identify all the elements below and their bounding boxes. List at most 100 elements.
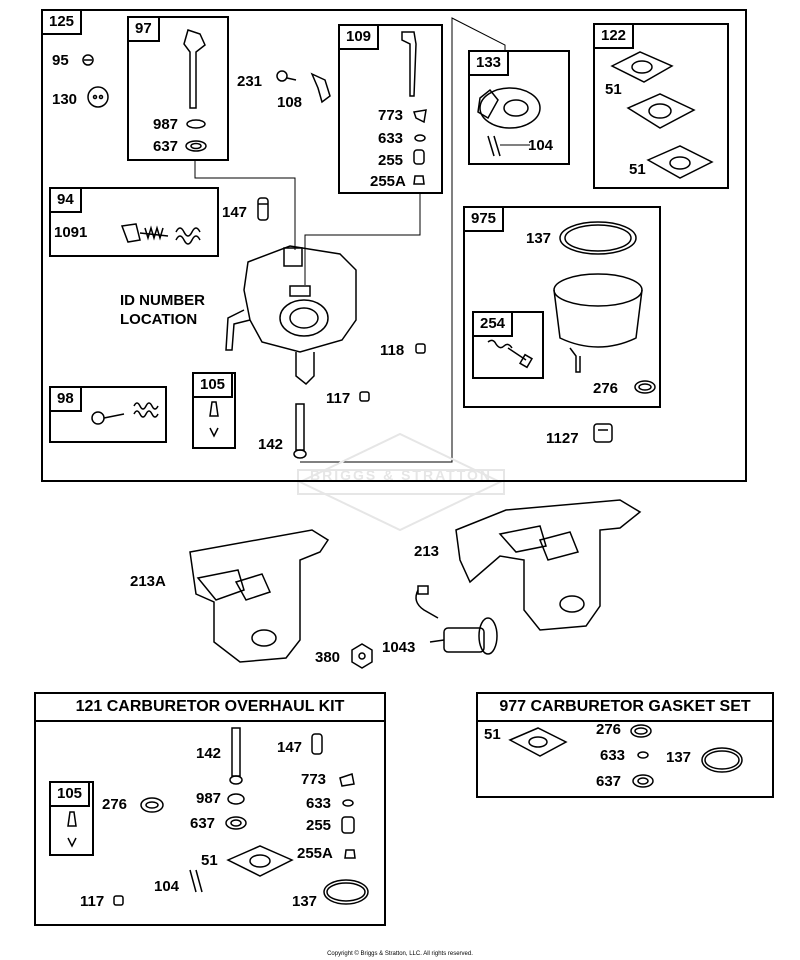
jet-147-icon xyxy=(257,197,269,221)
overhaul-kit-box: 121 CARBURETOR OVERHAUL KIT xyxy=(34,692,386,926)
gasket-label-637: 637 xyxy=(596,773,622,790)
label-51-upper: 51 xyxy=(605,81,622,98)
label-987: 987 xyxy=(153,116,179,133)
label-633: 633 xyxy=(378,130,404,147)
kit-parts-icons xyxy=(67,727,369,906)
box-97-tag: 97 xyxy=(129,18,160,42)
label-51-lower: 51 xyxy=(629,161,646,178)
float-133-icon xyxy=(477,87,541,157)
label-137: 137 xyxy=(526,230,552,247)
screw-254-icon xyxy=(487,339,533,369)
kit-label-255a: 255A xyxy=(297,845,333,862)
id-number-note-line1: ID NUMBER xyxy=(120,292,205,309)
gasket-label-51: 51 xyxy=(484,726,501,743)
label-147: 147 xyxy=(222,204,248,221)
box-122-tag: 122 xyxy=(595,25,635,49)
nut-380-icon xyxy=(351,643,373,669)
screw-95-icon xyxy=(82,54,94,66)
copyright-notice: Copyright © Briggs & Stratton, LLC. All … xyxy=(327,951,473,957)
kit-label-637: 637 xyxy=(190,815,216,832)
leader-lines xyxy=(194,17,506,463)
throttle-shaft-97-icon xyxy=(183,29,207,152)
kit-label-137: 137 xyxy=(292,893,318,910)
box-98-tag: 98 xyxy=(51,388,82,412)
brand-watermark: BRIGGS & STRATTON xyxy=(309,467,493,483)
nut-1127-icon xyxy=(593,423,613,443)
label-95: 95 xyxy=(52,52,69,69)
throttle-plate-130-icon xyxy=(87,86,109,108)
carburetor-body-icon xyxy=(225,245,357,386)
overhaul-kit-title: 121 CARBURETOR OVERHAUL KIT xyxy=(36,694,384,722)
box-105: 105 xyxy=(192,372,236,449)
label-1127: 1127 xyxy=(546,430,579,447)
label-104: 104 xyxy=(528,137,554,154)
gasket-label-137: 137 xyxy=(666,749,692,766)
label-1091: 1091 xyxy=(54,224,88,241)
box-109-tag: 109 xyxy=(340,26,380,50)
label-213: 213 xyxy=(414,543,440,560)
box-975: 975 xyxy=(463,206,661,408)
gasket-label-633: 633 xyxy=(600,747,626,764)
main-assembly-box: 125 xyxy=(41,9,747,482)
brand-watermark-outline xyxy=(297,432,505,532)
box-133-tag: 133 xyxy=(470,52,510,76)
box-94: 94 xyxy=(49,187,219,257)
box-133: 133 xyxy=(468,50,570,165)
float-bowl-975-icon xyxy=(553,221,643,373)
label-117: 117 xyxy=(326,390,351,407)
label-637: 637 xyxy=(153,138,179,155)
kit-label-142: 142 xyxy=(196,745,222,762)
overhaul-kit-box-105-tag: 105 xyxy=(51,783,91,807)
label-108: 108 xyxy=(277,94,303,111)
box-105-tag: 105 xyxy=(194,374,234,398)
kit-label-117: 117 xyxy=(80,893,105,910)
id-number-note-line2: LOCATION xyxy=(120,311,198,328)
emulsion-tube-142-icon xyxy=(293,403,307,459)
bracket-213-icon xyxy=(455,499,642,631)
gasket-276-icon xyxy=(634,380,656,394)
gasket-set-box: 977 CARBURETOR GASKET SET xyxy=(476,692,774,798)
label-142: 142 xyxy=(258,436,284,453)
label-255: 255 xyxy=(378,152,404,169)
plug-117-icon xyxy=(359,391,370,402)
label-231: 231 xyxy=(237,73,263,90)
gasket-set-title: 977 CARBURETOR GASKET SET xyxy=(478,694,772,722)
label-118: 118 xyxy=(380,342,405,359)
gasket-122-icon xyxy=(610,51,714,179)
label-276: 276 xyxy=(593,380,619,397)
box-94-tag: 94 xyxy=(51,189,82,213)
box-98: 98 xyxy=(49,386,167,443)
label-213a: 213A xyxy=(130,573,166,590)
bracket-213a-icon xyxy=(189,529,330,663)
box-97: 97 xyxy=(127,16,229,161)
gasket-label-276: 276 xyxy=(596,721,622,738)
kit-label-51: 51 xyxy=(201,852,218,869)
overhaul-kit-box-105: 105 xyxy=(49,781,94,856)
box-254-tag: 254 xyxy=(474,313,514,337)
needle-105-icon xyxy=(209,401,219,438)
kit-label-255: 255 xyxy=(306,817,332,834)
box-109: 109 xyxy=(338,24,443,194)
kit-label-104: 104 xyxy=(154,878,180,895)
label-380: 380 xyxy=(315,649,341,666)
kit-label-633: 633 xyxy=(306,795,332,812)
kit-label-147: 147 xyxy=(277,739,303,756)
main-assembly-tag: 125 xyxy=(43,11,83,35)
label-773: 773 xyxy=(378,107,404,124)
screw-231-icon xyxy=(276,70,297,82)
kit-label-987: 987 xyxy=(196,790,222,807)
kit-label-773: 773 xyxy=(301,771,327,788)
box-254: 254 xyxy=(472,311,544,379)
box-122: 122 xyxy=(593,23,729,189)
box-975-tag: 975 xyxy=(465,208,505,232)
label-130: 130 xyxy=(52,91,78,108)
gasket-set-icons xyxy=(508,724,743,788)
plug-118-icon xyxy=(415,343,426,354)
choke-shaft-109-icon xyxy=(401,31,427,185)
label-255a: 255A xyxy=(370,173,406,190)
kit-label-276: 276 xyxy=(102,796,128,813)
label-1043: 1043 xyxy=(382,639,416,656)
solenoid-1043-icon xyxy=(415,585,498,655)
screw-98-icon xyxy=(91,402,159,425)
